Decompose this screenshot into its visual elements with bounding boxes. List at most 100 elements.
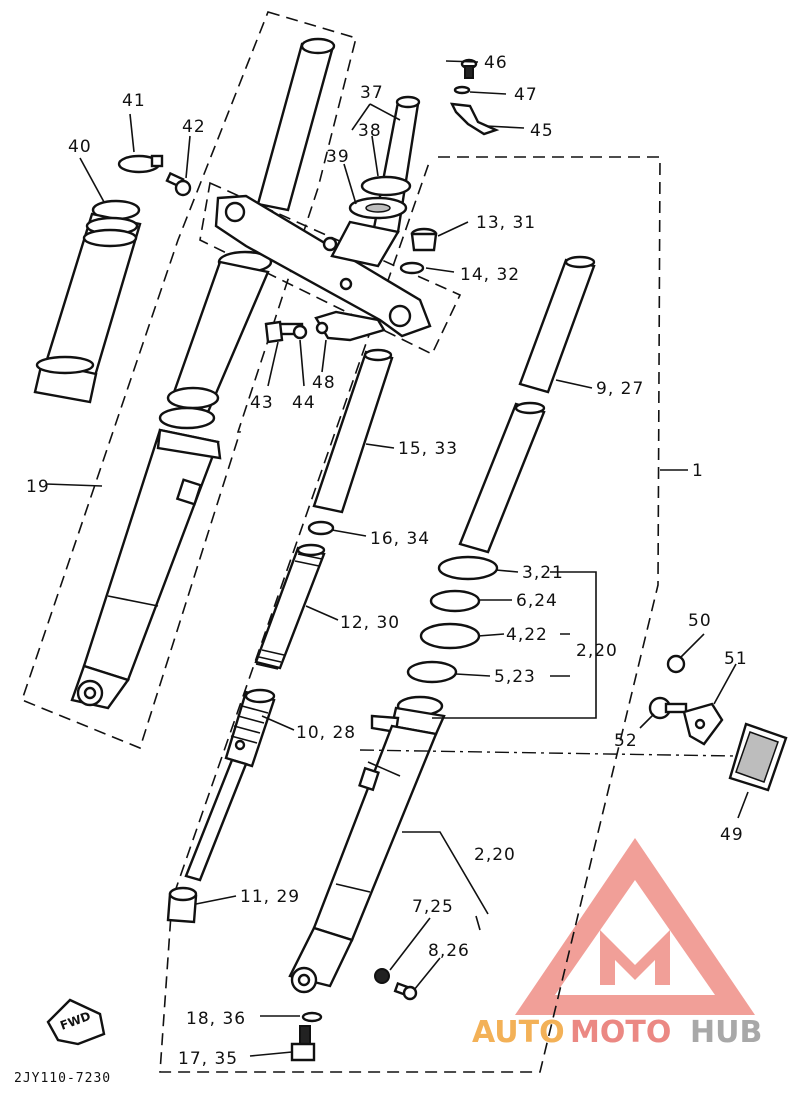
lead-5-23 xyxy=(455,673,570,677)
callout-39: 39 xyxy=(326,147,350,167)
logo-text-moto: MOTO xyxy=(570,1015,671,1050)
callout-45: 45 xyxy=(530,121,554,141)
lead-38 xyxy=(371,135,379,177)
left-axle-hole xyxy=(83,686,97,700)
lead-45 xyxy=(485,125,525,129)
outer-axle-hole xyxy=(297,973,311,987)
bolt-43-head xyxy=(264,320,284,344)
callout-2-20-upper: 2,20 xyxy=(576,641,618,661)
boot-fold-2 xyxy=(82,228,138,248)
callout-16-34: 16, 34 xyxy=(370,529,430,549)
damper-rod-rings xyxy=(230,705,269,744)
lead-15-33 xyxy=(365,443,395,449)
lead-52 xyxy=(639,713,655,729)
damper-rod-10-28 xyxy=(184,688,276,882)
fwd-arrow: FWD xyxy=(46,998,106,1046)
bracket-left-clamp-hole xyxy=(224,201,246,223)
callout-10-28: 10, 28 xyxy=(296,723,356,743)
lead-48 xyxy=(321,339,327,373)
lead-4-22 xyxy=(477,633,570,637)
callout-13-31: 13, 31 xyxy=(476,213,536,233)
seal-6-24 xyxy=(429,589,481,613)
lead-43 xyxy=(267,341,279,387)
logo-letter-m xyxy=(600,930,670,985)
bolt-42-head xyxy=(174,179,192,197)
callout-1: 1 xyxy=(692,461,704,481)
callout-38: 38 xyxy=(358,121,382,141)
lead-50 xyxy=(679,633,705,659)
washer-47 xyxy=(453,85,471,95)
callout-37: 37 xyxy=(360,83,384,103)
callout-9-27: 9, 27 xyxy=(596,379,644,399)
assembly-1-outline xyxy=(159,156,661,1073)
lead-3-21 xyxy=(432,569,597,719)
plug-7-25 xyxy=(374,968,390,984)
spring-coils xyxy=(255,553,323,670)
bolt-52-shank xyxy=(664,702,688,714)
plug-7-25-body xyxy=(374,968,390,984)
callout-5-23: 5,23 xyxy=(494,667,536,687)
spring-top xyxy=(296,543,326,557)
seat-16-34 xyxy=(307,520,335,536)
left-inner-tube xyxy=(256,42,334,212)
washer-4-22 xyxy=(419,622,481,650)
lead-49 xyxy=(737,791,749,819)
lead-42 xyxy=(185,135,191,179)
callout-18-36: 18, 36 xyxy=(186,1009,246,1029)
reflector-group xyxy=(648,654,788,792)
inner-tube-15-33 xyxy=(312,348,394,514)
left-fork-assembly xyxy=(70,37,336,710)
lead-39 xyxy=(343,163,357,205)
callout-46: 46 xyxy=(484,53,508,73)
clamp-41 xyxy=(117,154,164,174)
lead-41 xyxy=(129,113,135,153)
callout-2-20-lower: 2,20 xyxy=(474,845,516,865)
callout-17-35: 17, 35 xyxy=(178,1049,238,1069)
lead-51 xyxy=(713,663,737,705)
left-tube-top xyxy=(300,37,336,55)
lead-37 xyxy=(351,103,401,131)
bolt-8-head xyxy=(402,985,418,1001)
callout-44: 44 xyxy=(292,393,316,413)
stem-top xyxy=(395,95,421,109)
stem-base xyxy=(330,220,400,268)
callout-6-24: 6,24 xyxy=(516,591,558,611)
bolt-46 xyxy=(460,58,478,79)
stem-base-bolt xyxy=(322,236,338,252)
bushing-5-23 xyxy=(406,660,458,684)
callout-41: 41 xyxy=(122,91,146,111)
bolt-42 xyxy=(165,171,192,197)
callout-48: 48 xyxy=(312,373,336,393)
inner-tube-9-lower-top xyxy=(514,401,546,415)
reflector-lens xyxy=(735,731,779,783)
callout-51: 51 xyxy=(724,649,748,669)
callout-49: 49 xyxy=(720,825,744,845)
lead-40 xyxy=(79,157,105,203)
automotohub-logo: AUTO MOTO HUB xyxy=(472,838,762,1050)
outer-tube-2-20 xyxy=(288,695,446,994)
lead-17-35 xyxy=(249,1051,293,1057)
callout-47: 47 xyxy=(514,85,538,105)
stay-51-hole xyxy=(694,718,706,730)
callout-12-30: 12, 30 xyxy=(340,613,400,633)
bolt-8-26 xyxy=(393,981,418,1001)
left-seal-ring-1 xyxy=(166,386,220,410)
bolt-46-thread xyxy=(464,65,474,79)
left-tube-band-line xyxy=(107,595,159,607)
boot-base-top xyxy=(35,355,95,375)
callout-50: 50 xyxy=(688,611,712,631)
spring-body xyxy=(254,546,326,670)
cap-bolt-13-31 xyxy=(410,227,438,252)
guide-48 xyxy=(314,310,386,342)
bolt-52 xyxy=(648,696,688,720)
left-outer-tube xyxy=(82,428,220,682)
under-bracket xyxy=(214,194,432,338)
under-bracket-assembly xyxy=(214,95,432,338)
leader-lines xyxy=(45,60,749,1057)
lead-16-34 xyxy=(331,529,367,537)
logo-text-hub: HUB xyxy=(690,1015,762,1050)
callout-40: 40 xyxy=(68,137,92,157)
callout-11-29: 11, 29 xyxy=(240,887,300,907)
diagram-code: 2JY110-7230 xyxy=(14,1071,111,1086)
fwd-arrow-shape xyxy=(46,998,106,1046)
